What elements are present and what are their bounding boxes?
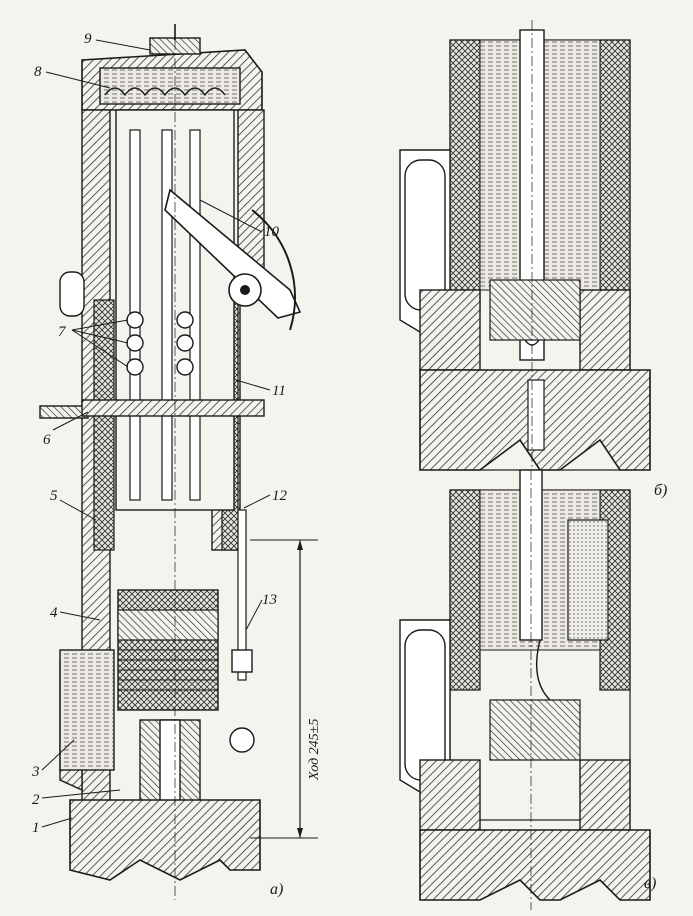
caption-view-c: в): [644, 875, 656, 892]
caption-view-a: а): [270, 881, 283, 898]
part-label-8: 8: [34, 64, 42, 80]
part-labels: 1 2 3 4 5 6 7 8 9 10 11 12 13: [31, 31, 288, 836]
stroke-dimension-label: Ход 245±5: [307, 719, 322, 781]
leader-lines: [41, 39, 271, 828]
part-label-4: 4: [50, 605, 58, 621]
part-label-6: 6: [43, 432, 51, 448]
part-label-1: 1: [32, 820, 40, 836]
part-label-9: 9: [84, 31, 92, 47]
part-label-11: 11: [272, 383, 286, 399]
view-c-section: [399, 469, 651, 910]
part-label-13: 13: [262, 592, 277, 608]
part-label-5: 5: [50, 488, 58, 504]
part-label-7: 7: [58, 324, 67, 340]
part-label-2: 2: [32, 792, 40, 808]
part-label-10: 10: [264, 224, 280, 240]
part-label-3: 3: [31, 764, 40, 780]
caption-view-b: б): [654, 482, 667, 499]
view-a-assembly: [39, 24, 318, 900]
part-label-12: 12: [272, 488, 288, 504]
rollers: [126, 311, 194, 376]
view-b-section: [399, 20, 651, 480]
